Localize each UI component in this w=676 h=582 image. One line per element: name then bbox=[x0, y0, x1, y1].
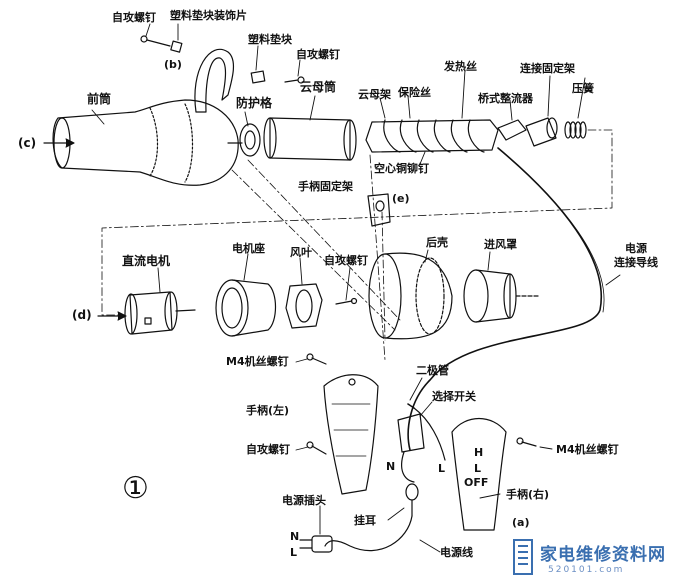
label-heating-wire: 发热丝 bbox=[444, 60, 477, 73]
self-tap-screw-shape bbox=[306, 441, 327, 455]
label-n-mark: N bbox=[386, 460, 396, 473]
label-plug-l: L bbox=[290, 546, 298, 559]
motor-seat-shape bbox=[215, 279, 277, 337]
label-switch-off: OFF bbox=[464, 476, 489, 489]
power-cord-wire bbox=[324, 515, 413, 552]
label-bridge-rectifier: 桥式整流器 bbox=[478, 92, 533, 105]
spring-shape bbox=[564, 121, 587, 139]
dc-motor-shape bbox=[124, 291, 196, 335]
bracket-shape bbox=[525, 117, 558, 147]
m4-screw-left-shape bbox=[306, 353, 327, 365]
label-handle-bracket: 手柄固定架 bbox=[298, 180, 353, 193]
front-barrel-shape bbox=[52, 99, 239, 186]
label-self-tap-screw-2: 自攻螺钉 bbox=[296, 48, 340, 61]
label-hollow-rivet: 空心铜铆钉 bbox=[374, 162, 429, 175]
trim-piece-shape bbox=[194, 48, 235, 113]
label-switch-l: L bbox=[474, 462, 482, 475]
label-callout-d: (d) bbox=[72, 308, 92, 322]
label-m4-screw-right: M4机丝螺钉 bbox=[556, 443, 619, 456]
assembly-lines bbox=[101, 129, 613, 361]
label-rear-shell: 后壳 bbox=[426, 236, 448, 249]
watermark-text: 家电维修资料网 bbox=[540, 545, 666, 565]
label-self-tap-screw-3: 自攻螺钉 bbox=[324, 254, 368, 267]
label-callout-e: (e) bbox=[392, 192, 410, 205]
label-motor-seat: 电机座 bbox=[232, 242, 265, 255]
label-mica-frame: 云母架 bbox=[358, 88, 391, 101]
top-screws-shape bbox=[140, 35, 305, 84]
guard-grid-shape bbox=[227, 123, 261, 157]
label-fan-blade: 风叶 bbox=[290, 246, 312, 259]
label-plastic-pad: 塑料垫块 bbox=[248, 33, 292, 46]
label-m4-screw-left: M4机丝螺钉 bbox=[226, 355, 289, 368]
label-power-lead: 电源 连接导线 bbox=[614, 242, 658, 269]
mica-tube-shape bbox=[263, 117, 357, 161]
handle-left-shape bbox=[323, 374, 379, 495]
label-switch-h: H bbox=[474, 446, 484, 459]
label-fuse-wire: 保险丝 bbox=[398, 86, 431, 99]
label-power-cord: 电源线 bbox=[440, 546, 473, 559]
handle-right-shape bbox=[451, 418, 507, 531]
hang-loop-shape bbox=[405, 483, 419, 517]
label-front-barrel: 前筒 bbox=[87, 92, 112, 106]
label-self-tap-screw-4: 自攻螺钉 bbox=[246, 443, 290, 456]
label-intake-cover: 进风罩 bbox=[484, 238, 517, 251]
label-callout-c: (c) bbox=[18, 136, 37, 150]
top-leaders bbox=[91, 23, 316, 127]
power-plug-shape bbox=[299, 535, 333, 553]
label-callout-b: (b) bbox=[164, 58, 182, 71]
fan-blade-shape bbox=[285, 283, 323, 329]
label-self-tap-screw-top: 自攻螺钉 bbox=[112, 11, 156, 24]
m4-screw-right-shape bbox=[516, 437, 537, 447]
rear-shell-shape bbox=[368, 252, 453, 340]
switch-shape bbox=[397, 403, 446, 483]
power-lead-wire bbox=[407, 147, 603, 451]
figure-number: ① bbox=[122, 471, 149, 506]
label-diode: 二极管 bbox=[416, 364, 449, 377]
rectifier-shape bbox=[497, 119, 527, 141]
label-power-plug: 电源插头 bbox=[282, 494, 326, 507]
label-guard-grid: 防护格 bbox=[236, 96, 273, 110]
label-plug-n: N bbox=[290, 530, 300, 543]
label-connection-bracket: 连接固定架 bbox=[520, 62, 575, 75]
label-hang-loop: 挂耳 bbox=[354, 514, 376, 527]
intake-cover-shape bbox=[463, 269, 541, 323]
label-plastic-pad-trim: 塑料垫块装饰片 bbox=[170, 9, 247, 22]
label-mica-tube: 云母筒 bbox=[300, 80, 337, 94]
watermark-logo-icon bbox=[513, 539, 533, 575]
label-spring: 压簧 bbox=[572, 82, 594, 95]
label-handle-left: 手柄(左) bbox=[246, 404, 290, 417]
label-dc-motor: 直流电机 bbox=[122, 254, 171, 268]
label-handle-right: 手柄(右) bbox=[506, 488, 550, 501]
mica-frame-shape bbox=[365, 119, 499, 153]
label-l-mark: L bbox=[438, 462, 446, 475]
label-selector-switch: 选择开关 bbox=[432, 390, 476, 403]
watermark-subtext: 520101.com bbox=[548, 565, 625, 575]
handle-bracket-shape bbox=[367, 193, 391, 227]
label-callout-a: (a) bbox=[512, 516, 530, 529]
